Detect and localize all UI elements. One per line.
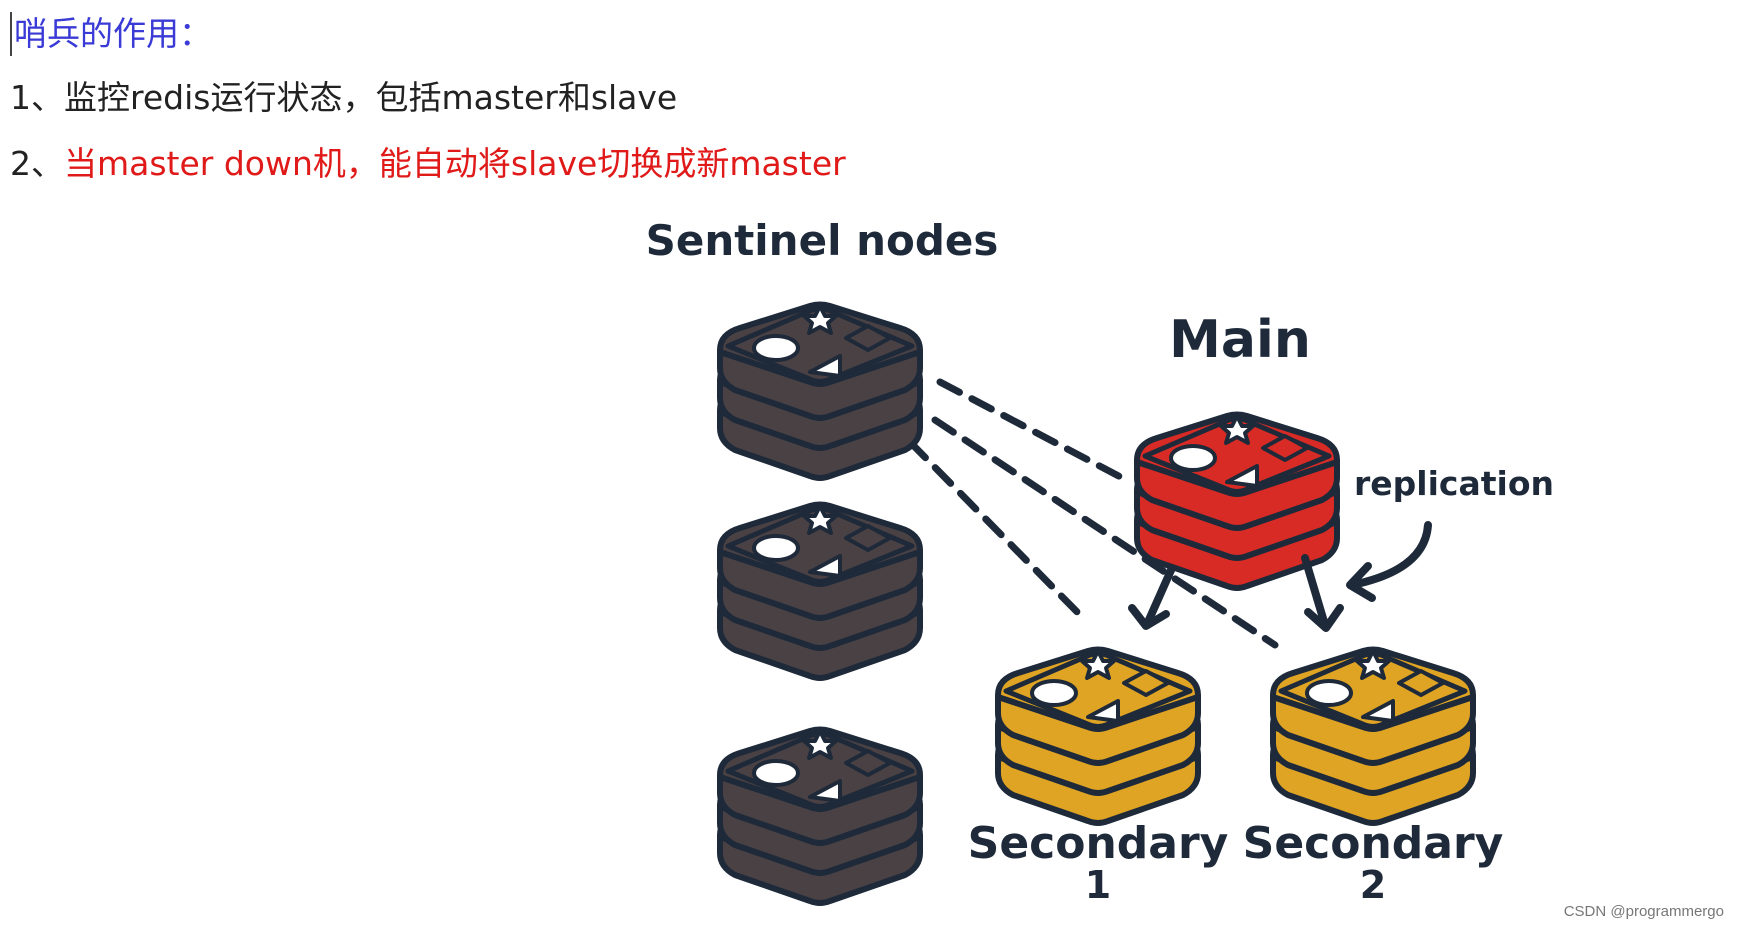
sentinel-nodes-label: Sentinel nodes [646,216,999,265]
secondary2-number: 2 [1360,863,1386,907]
point-1-text: 监控redis运行状态，包括master和slave [64,78,678,117]
point-1: 1、监控redis运行状态，包括master和slave [10,76,677,120]
secondary-node-2 [1273,650,1473,824]
sentinel-to-secondary2-line [931,416,1279,649]
secondary1-label: Secondary [968,818,1229,869]
main-label: Main [1169,310,1311,370]
sentinel-connections [906,378,1279,649]
secondary1-number: 1 [1085,863,1111,907]
arrow-to-secondary2 [1301,554,1329,629]
watermark: CSDN @programmergo [1563,903,1724,920]
sentinel-node-2 [720,505,920,679]
point-2-number: 2、 [10,144,64,183]
secondary-node-1 [998,650,1198,824]
replication-curved-arrow [1348,521,1432,589]
replication-label: replication [1354,464,1554,503]
page-heading: 哨兵的作用： [10,12,212,56]
point-2-text: 当master down机，能自动将slave切换成新master [64,144,846,183]
sentinel-node-3 [720,730,920,904]
point-1-number: 1、 [10,78,64,117]
sentinel-to-secondary1-line [906,438,1089,624]
arrow-to-secondary1 [1144,564,1176,626]
secondary2-label: Secondary [1243,818,1504,869]
sentinel-node-1 [720,305,920,479]
point-2: 2、当master down机，能自动将slave切换成新master [10,142,846,186]
sentinel-to-main-line [936,378,1134,486]
replication-arrows [1128,521,1432,632]
